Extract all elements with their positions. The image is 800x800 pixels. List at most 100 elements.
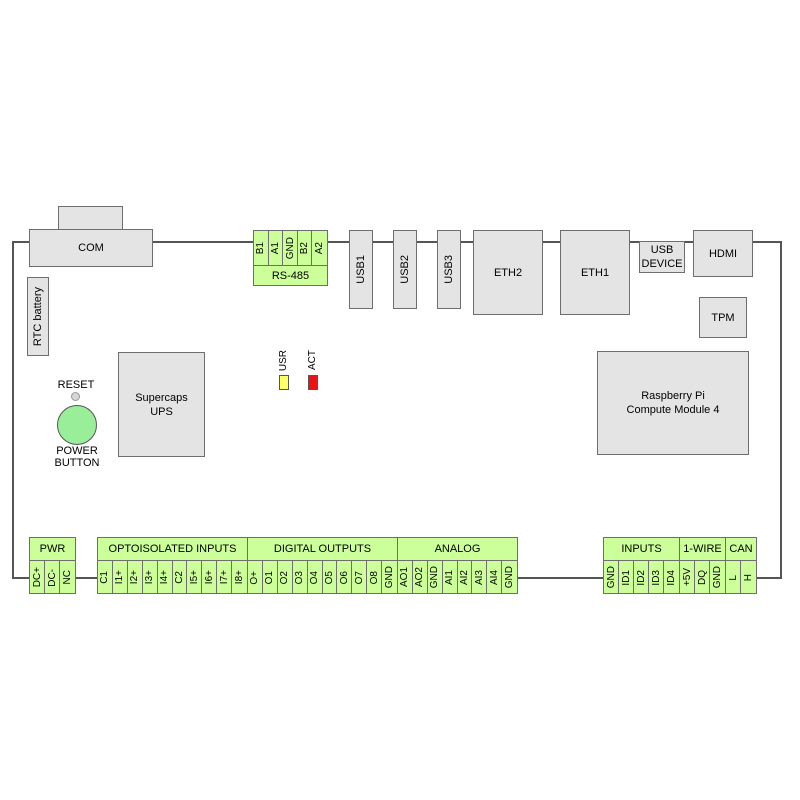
pin: O1 [263,561,278,594]
com-connector: COM [29,229,153,267]
pin: O4 [308,561,323,594]
pin-label: I2+ [129,570,141,585]
eth1-port: ETH1 [560,230,630,315]
pin: I8+ [232,561,247,594]
pin-label: O1 [264,570,276,585]
pin-label: O2 [279,570,291,585]
tpm-chip: TPM [699,297,747,338]
pin-label: B2 [299,241,311,255]
pin-label: A2 [314,241,326,255]
act-led [308,375,318,390]
pin-label: +5V [681,568,693,587]
hdmi-port: HDMI [693,230,753,277]
usb1-label: USB1 [355,255,367,284]
pin: H [741,561,756,594]
pin: GND [283,231,298,265]
pin: I6+ [202,561,218,594]
pin: AI3 [472,561,488,594]
pin-label: AI3 [473,569,485,585]
pin-label: C2 [173,571,185,584]
pin: AO1 [398,561,413,594]
pin: AO2 [413,561,428,594]
usb2-label: USB2 [399,255,411,284]
pin-label: GND [429,566,441,589]
pin: GND [604,561,619,594]
pin-label: ID4 [666,569,677,586]
pin: L [726,561,741,594]
pin: O8 [367,561,383,594]
digital-outputs-title: DIGITAL OUTPUTS [248,538,397,561]
pin-label: I5+ [188,570,200,585]
pin-label: O6 [338,570,350,585]
usb3-label: USB3 [443,255,455,284]
pin: ID1 [619,561,634,594]
pin: +5V [680,561,695,594]
pin: O7 [352,561,368,594]
rtc-battery-label: RTC battery [32,286,44,347]
usb2-port: USB2 [393,230,417,309]
pin-label: ID3 [650,569,662,586]
pin-label: AO2 [414,567,426,588]
pin-label: ID2 [635,569,647,586]
pin: GND [502,561,517,594]
pin-label: H [743,573,754,582]
pin: I5+ [187,561,203,594]
pin-label: O5 [323,570,335,585]
reset-label: RESET [57,379,95,391]
pin: I7+ [217,561,233,594]
pin: O3 [293,561,308,594]
pin-label: I7+ [218,570,230,585]
pin: ID4 [664,561,679,594]
usb-device-port: USB DEVICE [639,241,685,273]
pin: ID2 [634,561,649,594]
usr-led-label: USR [278,350,289,372]
act-led-label: ACT [307,350,318,370]
pin-label: AI4 [488,569,500,585]
pin-label: L [727,574,739,581]
pin: C2 [173,561,188,594]
pin: I2+ [128,561,143,594]
pin: A1 [269,231,284,265]
pin: I1+ [113,561,128,594]
pin-label: NC [62,570,73,585]
pin-label: O4 [309,570,321,585]
pin-label: O+ [249,570,261,585]
pwr-connector: PWR DC+DC-NC [29,537,76,594]
inputs-title: INPUTS [604,538,679,561]
pin-label: GND [284,236,296,260]
pin-label: C1 [99,571,111,584]
pin-label: DC+ [31,567,43,588]
power-button[interactable] [57,405,97,445]
pin: AI1 [443,561,458,594]
pin: O+ [248,561,263,594]
usb3-port: USB3 [437,230,461,309]
pin: GND [428,561,443,594]
pin: GND [710,561,725,594]
eth2-port: ETH2 [473,230,543,315]
pin: B2 [298,231,313,265]
pin-label: I1+ [114,570,126,585]
compute-module: Raspberry Pi Compute Module 4 [597,351,749,455]
pin: B1 [254,231,269,265]
pin: AI4 [487,561,503,594]
pin-label: A1 [269,241,281,255]
pin-label: I3+ [144,570,156,585]
can-title: CAN [726,538,756,561]
pin-label: AI1 [444,569,456,585]
pin-label: O7 [353,570,365,585]
rs485-title: RS-485 [254,265,327,286]
pin: O5 [323,561,338,594]
pin-label: GND [384,566,396,589]
pin: GND [382,561,397,594]
reset-button[interactable] [71,392,80,401]
